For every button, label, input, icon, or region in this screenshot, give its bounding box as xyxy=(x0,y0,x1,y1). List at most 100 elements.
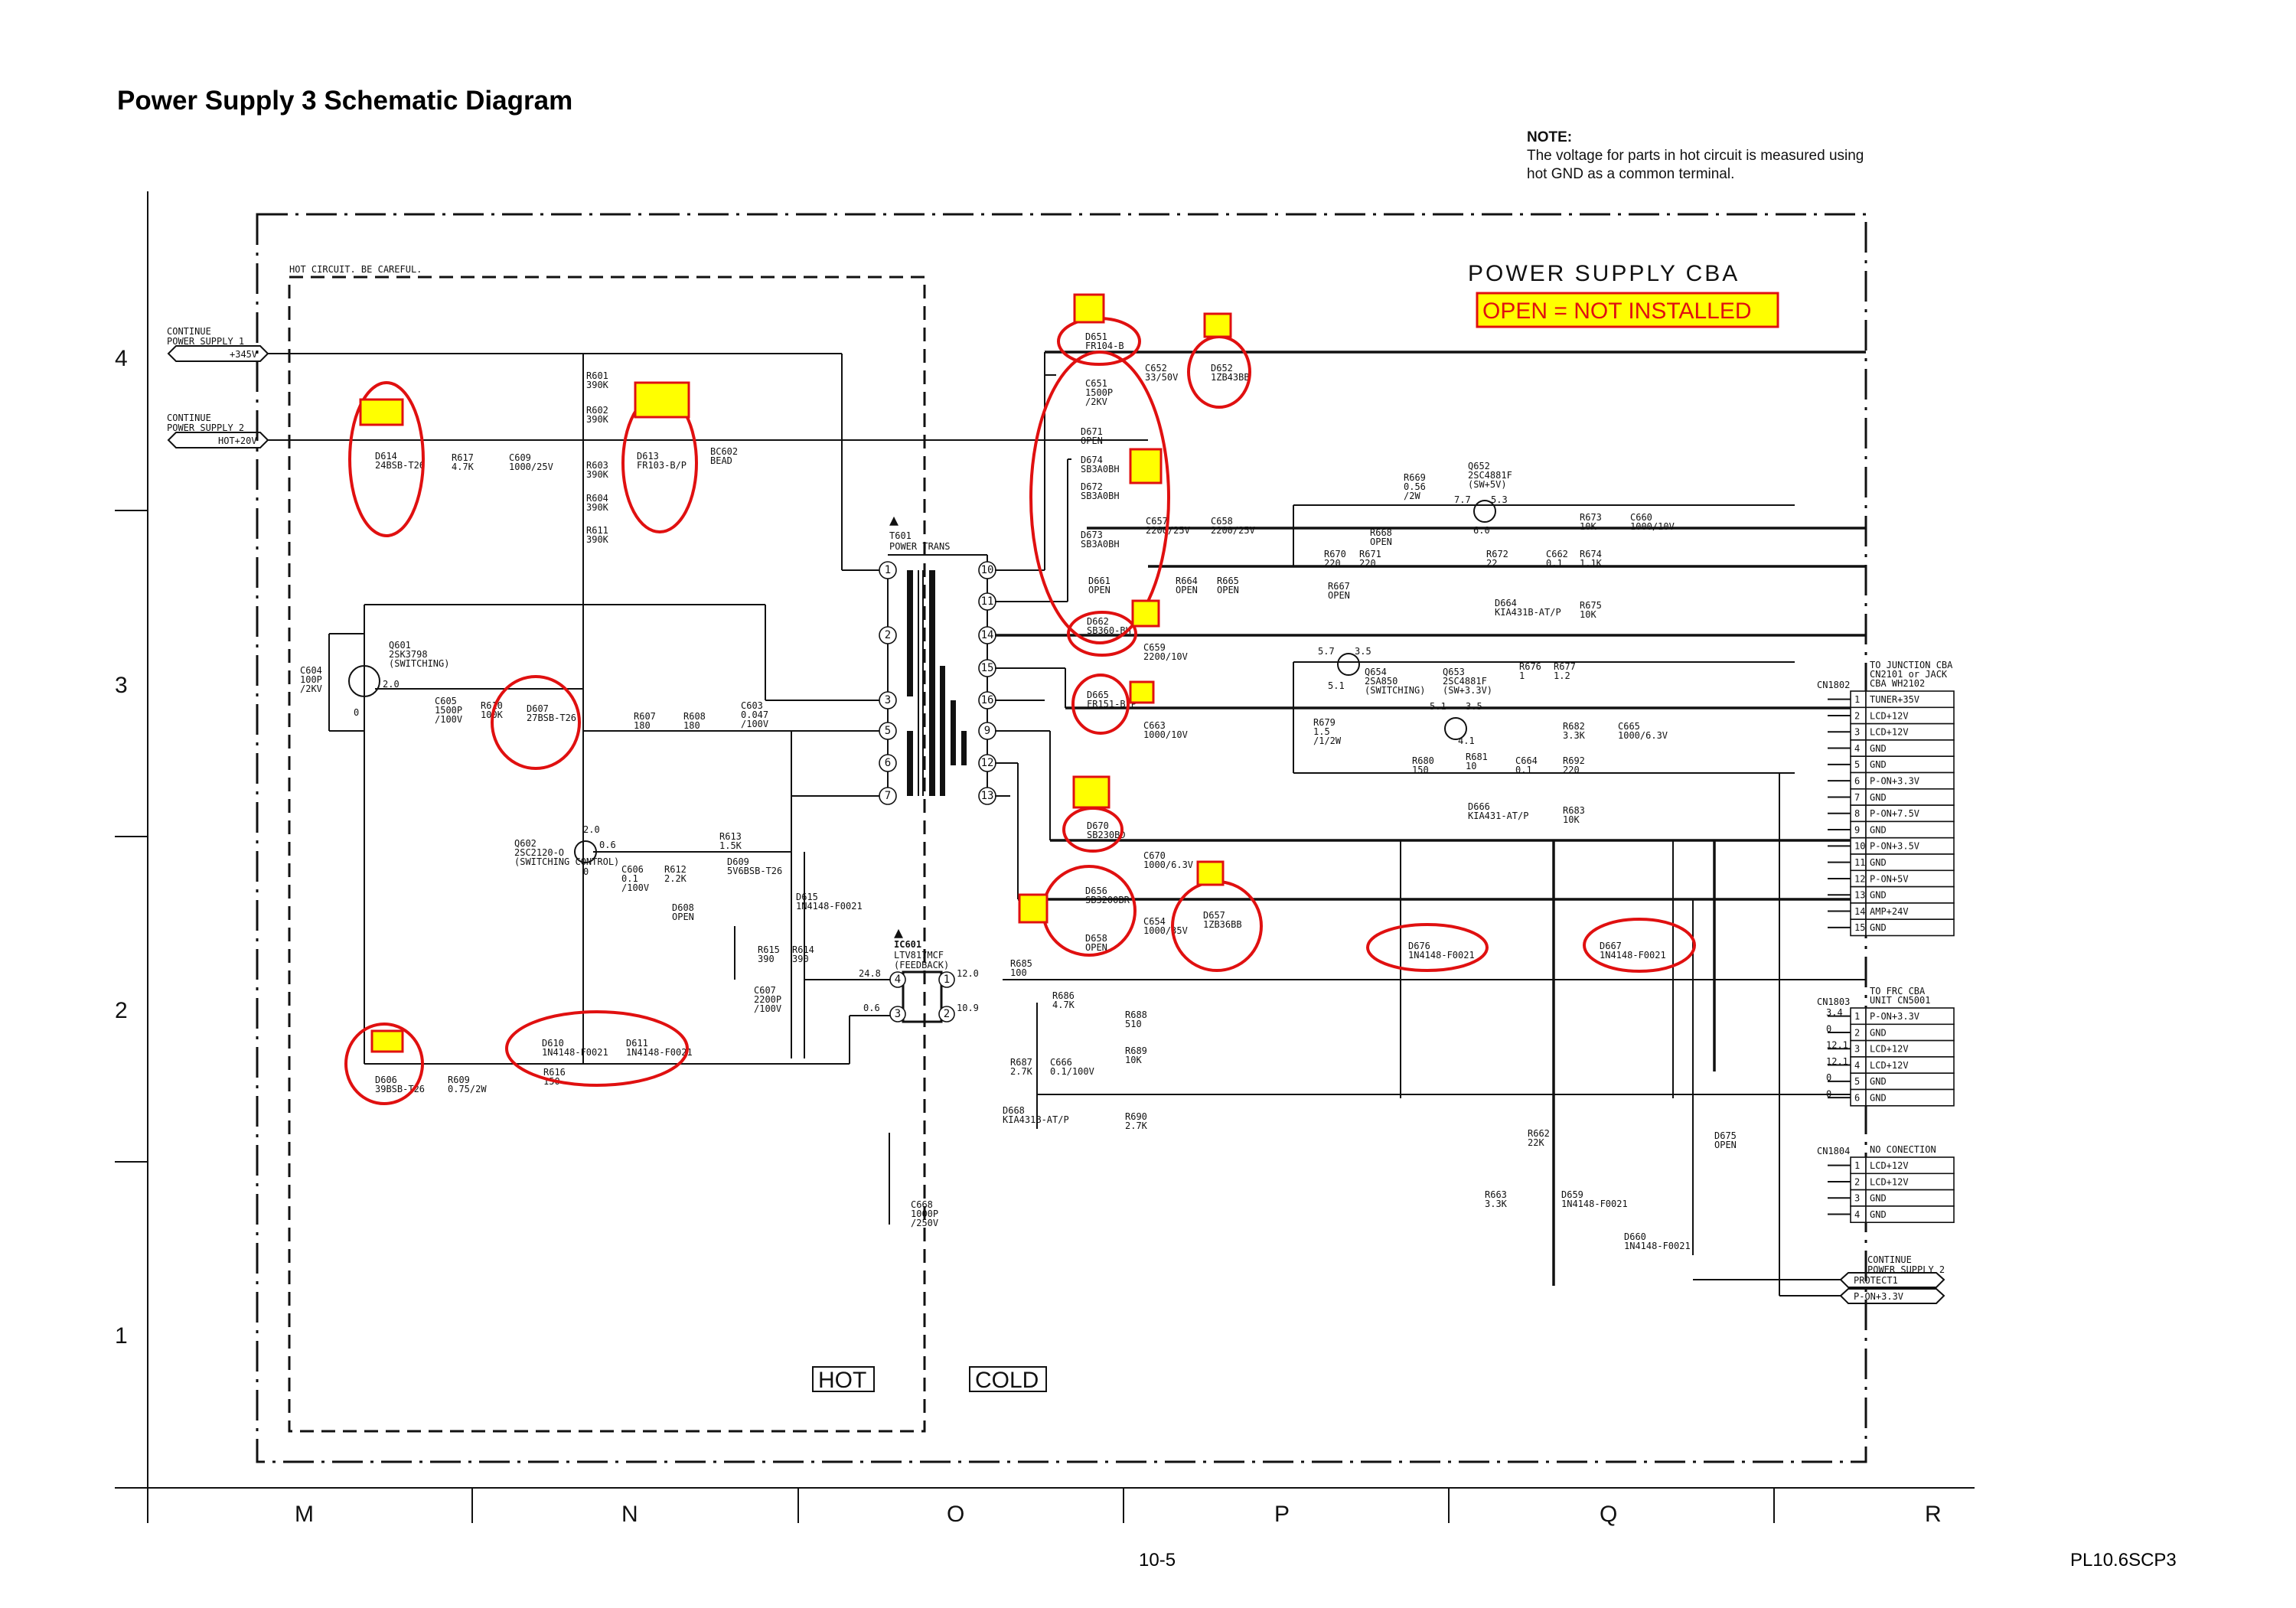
component-ref: C603 xyxy=(741,700,763,711)
pin-number: 9 xyxy=(984,725,990,737)
pin-number: 14 xyxy=(1854,906,1865,917)
component-value: 1ZB43BB xyxy=(1211,372,1250,383)
pin-signal: LCD+12V xyxy=(1870,710,1909,721)
pin-signal: P-ON+7.5V xyxy=(1870,808,1919,819)
component-ref: R663 xyxy=(1485,1189,1507,1200)
component-ref: R669 xyxy=(1404,472,1426,483)
component-ref: D674 xyxy=(1081,455,1103,465)
voltage-label: 3.5 xyxy=(1466,701,1482,712)
ic-desc: (FEEDBACK) xyxy=(894,960,949,970)
component-value: 10K xyxy=(1580,521,1596,532)
hot-label: HOT xyxy=(818,1368,866,1393)
component-value: 10 xyxy=(1466,761,1476,771)
component-value: KIA431B-AT/P xyxy=(1003,1114,1069,1125)
component-value: OPEN xyxy=(1370,537,1392,547)
component-ref: R668 xyxy=(1370,527,1392,538)
pin-number: 13 xyxy=(1854,890,1865,901)
pin-number: 13 xyxy=(981,790,994,802)
input-port-hot20v: CONTINUE POWER SUPPLY 2 HOT+20V xyxy=(167,413,269,448)
component-value: /250V xyxy=(911,1218,938,1228)
component-value: SB3A0BH xyxy=(1081,464,1120,475)
component-value: 1000/10V xyxy=(1630,521,1675,532)
component-value: 1000/25V xyxy=(509,462,553,472)
component-value: 100 xyxy=(1010,967,1027,978)
marker-circle-d662 xyxy=(1067,611,1137,657)
component-ref: D651 xyxy=(1085,331,1107,342)
component-ref: D659 xyxy=(1561,1189,1583,1200)
pin-number: 11 xyxy=(981,595,994,608)
connector-note: UNIT CN5001 xyxy=(1870,995,1930,1006)
component-value: 3.3K xyxy=(1563,730,1586,741)
component-value: 220 xyxy=(1563,765,1580,775)
component-value: 1.1K xyxy=(1580,558,1603,569)
ic-ref: IC601 xyxy=(894,939,921,950)
component-value: 1.2 xyxy=(1554,670,1570,681)
component-ref: R675 xyxy=(1580,600,1602,611)
component-value: 3.3K xyxy=(1485,1199,1508,1209)
component-value: 1000/10V xyxy=(1143,729,1188,740)
component-ref: D611 xyxy=(626,1038,648,1049)
component-ref: C607 xyxy=(754,985,776,996)
pin-signal: P-ON+5V xyxy=(1870,873,1909,884)
component-ref: R670 xyxy=(1324,549,1346,559)
marker-box-d657 xyxy=(1196,860,1225,886)
component-ref: Q652 xyxy=(1468,461,1490,471)
pin-number: 5 xyxy=(1854,1076,1860,1087)
pin-number: 6 xyxy=(1854,776,1860,787)
transistor-symbols xyxy=(348,500,1496,863)
row-label-4: 4 xyxy=(115,346,128,371)
voltage-label: 4.1 xyxy=(1458,736,1475,746)
transformer-pin: 5 xyxy=(879,722,897,740)
component-value: 10K xyxy=(1125,1055,1142,1065)
component-value: 180 xyxy=(634,720,651,731)
output-port-protect1 xyxy=(1839,1272,1945,1288)
component-ref: R665 xyxy=(1217,576,1239,586)
voltage-label: 5.1 xyxy=(1430,701,1446,712)
connector-ref: CN1802 xyxy=(1817,680,1850,690)
component-value: 2SK3798 xyxy=(389,649,428,660)
mosfet-q601-icon xyxy=(348,665,380,697)
ic-voltage: 0.6 xyxy=(863,1003,880,1013)
component-value: OPEN xyxy=(1176,585,1198,595)
component-value: 1.5 xyxy=(1313,726,1330,737)
component-value: 1N4148-F0021 xyxy=(1624,1241,1691,1251)
component-value: /100V xyxy=(741,719,768,729)
cold-label-box xyxy=(969,1366,1047,1392)
component-ref: R686 xyxy=(1052,990,1075,1001)
component-ref: D615 xyxy=(796,892,818,902)
pin-number: 1 xyxy=(1854,1160,1860,1171)
component-value: OPEN xyxy=(1714,1140,1737,1150)
pin-number: 4 xyxy=(1854,1209,1860,1220)
pin-signal: GND xyxy=(1870,1193,1887,1204)
component-value: 390K xyxy=(586,502,609,513)
row-label-3: 3 xyxy=(115,673,128,698)
transformer-pin: 13 xyxy=(978,787,996,805)
row-label-2: 2 xyxy=(115,998,128,1023)
component-ref: D660 xyxy=(1624,1231,1646,1242)
component-ref: D610 xyxy=(542,1038,564,1049)
